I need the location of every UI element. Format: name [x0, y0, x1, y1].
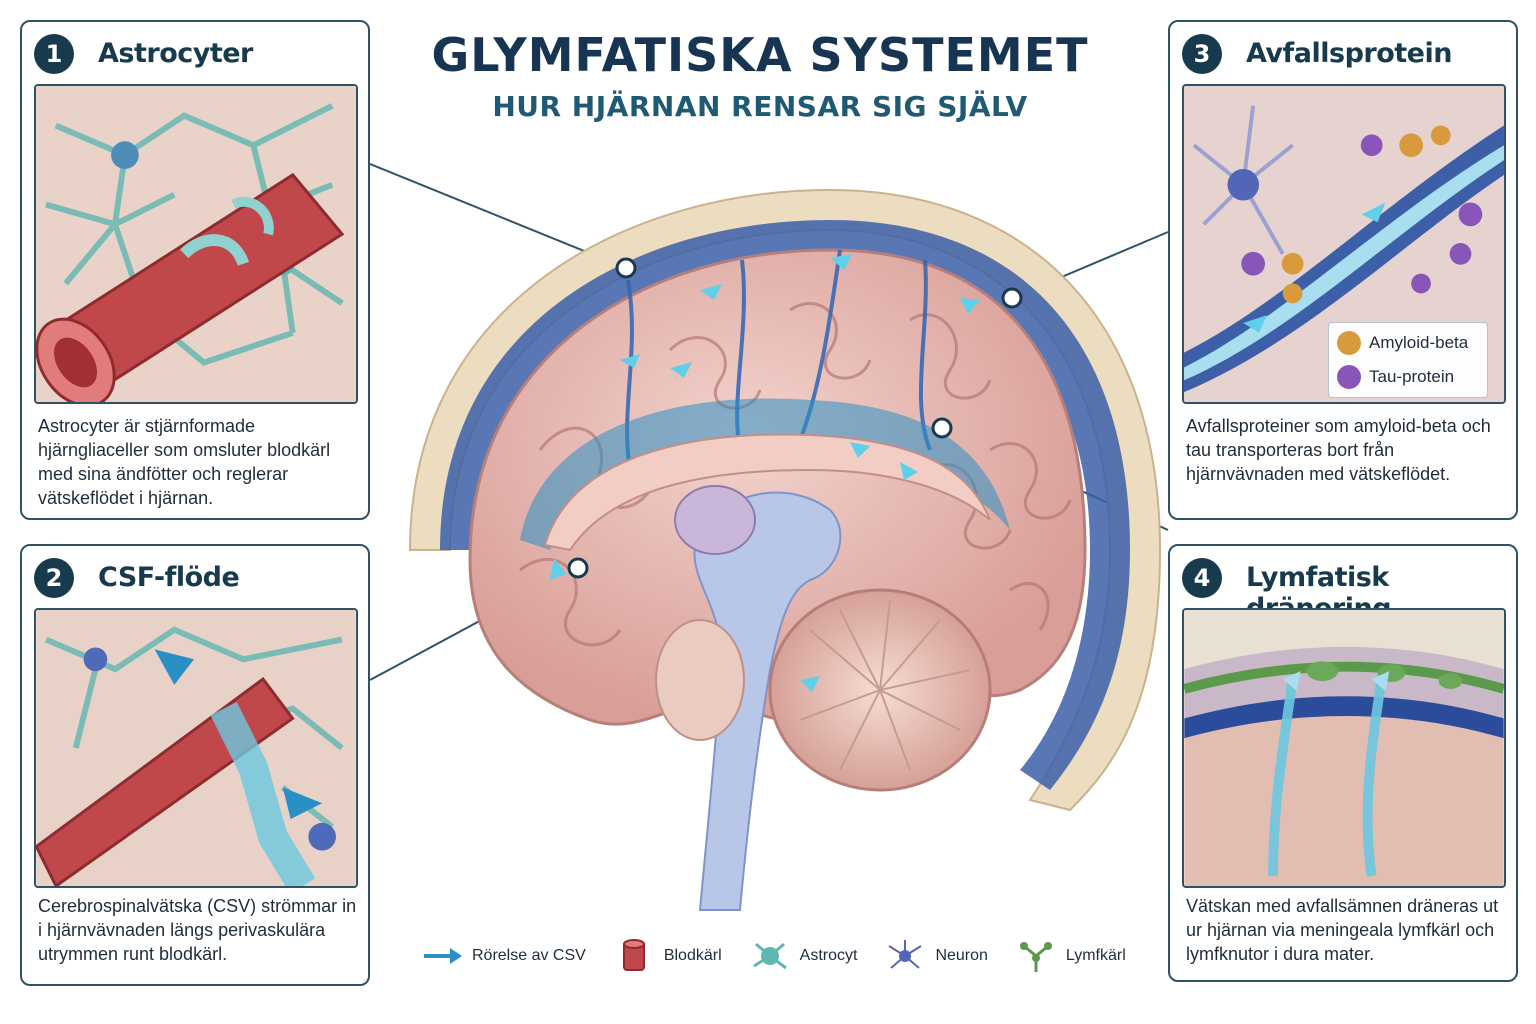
tau-protein-icon	[1337, 365, 1361, 389]
panel-number-badge: 1	[34, 34, 74, 74]
legend-item: Blodkärl	[612, 938, 722, 974]
protein-legend-label: Tau-protein	[1369, 367, 1455, 386]
legend-item: Rörelse av CSV	[420, 938, 586, 974]
panel-number-badge: 3	[1182, 34, 1222, 74]
protein-legend-item: Tau-protein	[1337, 365, 1454, 389]
panel-avfallsprotein: 3 Avfallsprotein Amyloid-beta	[1168, 20, 1518, 520]
legend-item: Neuron	[883, 938, 988, 974]
waste-protein-illustration: Amyloid-beta Tau-protein	[1182, 84, 1506, 404]
panel-lymfatisk-dranering: 4 Lymfatisk dränering Vätskan med avfall…	[1168, 544, 1518, 982]
panel-title: Astrocyter	[98, 38, 253, 69]
astrocyte-icon	[752, 942, 787, 970]
protein-legend: Amyloid-beta Tau-protein	[1328, 322, 1488, 398]
amyloid-beta-icon	[1337, 331, 1361, 355]
panel-description: Avfallsproteiner som amyloid-beta och ta…	[1186, 416, 1491, 484]
legend: Rörelse av CSV Blodkärl Astrocyt Neuron …	[420, 936, 1140, 976]
brain-illustration	[370, 150, 1170, 930]
panel-description: Vätskan med avfallsämnen dräneras ut ur …	[1186, 896, 1499, 964]
protein-legend-label: Amyloid-beta	[1369, 333, 1469, 352]
legend-label: Astrocyt	[799, 947, 858, 964]
page-subtitle: HUR HJÄRNAN RENSAR SIG SJÄLV	[492, 90, 1028, 123]
panel-title: CSF-flöde	[98, 562, 240, 593]
panel-description: Astrocyter är stjärnformade hjärngliacel…	[38, 416, 331, 508]
panel-title: Avfallsprotein	[1246, 38, 1452, 69]
csv-arrow-icon	[424, 948, 462, 964]
panel-csf-flode: 2 CSF-flöde Cerebrospinalvätska (CSV) st…	[20, 544, 370, 986]
page-title: GLYMFATISKA SYSTEMET	[431, 28, 1089, 82]
legend-label: Lymfkärl	[1065, 947, 1126, 964]
astrocyte-illustration	[34, 84, 358, 404]
legend-label: Neuron	[935, 947, 988, 964]
lymph-vessel-icon	[1019, 942, 1052, 972]
protein-legend-item: Amyloid-beta	[1337, 331, 1468, 355]
legend-label: Blodkärl	[663, 947, 722, 964]
blood-vessel-icon	[622, 939, 645, 971]
panel-astrocyter: 1 Astrocyter Astrocyter är stjärnformade…	[20, 20, 370, 520]
legend-item: Astrocyt	[748, 938, 858, 974]
panel-number-badge: 2	[34, 558, 74, 598]
panel-number-badge: 4	[1182, 558, 1222, 598]
csf-flow-illustration	[34, 608, 358, 888]
legend-label: Rörelse av CSV	[472, 947, 586, 964]
legend-item: Lymfkärl	[1014, 938, 1126, 974]
neuron-icon	[888, 940, 922, 969]
lymphatic-drainage-illustration	[1182, 608, 1506, 888]
panel-description: Cerebrospinalvätska (CSV) strömmar in i …	[38, 896, 357, 964]
